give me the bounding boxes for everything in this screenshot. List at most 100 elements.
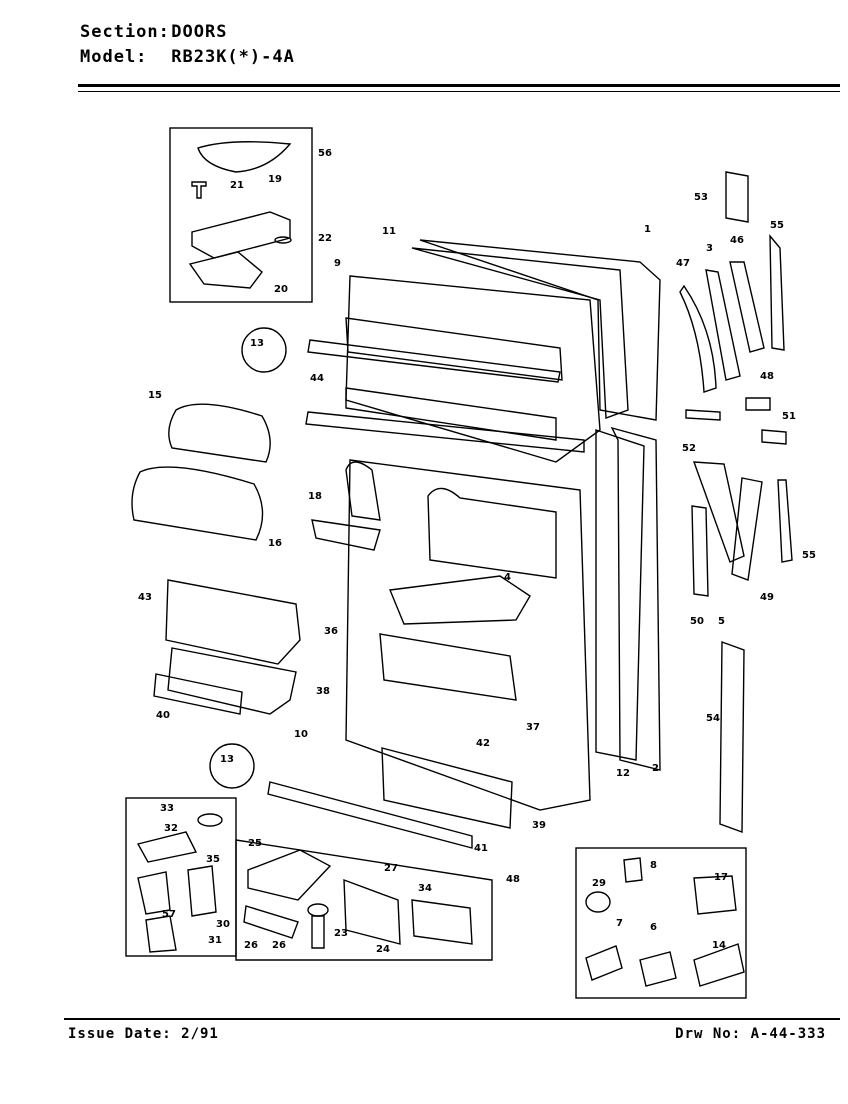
door-shelf-37 <box>379 633 517 701</box>
callout-number: 34 <box>418 883 432 894</box>
callout-number: 37 <box>526 722 540 733</box>
spacer-51 <box>761 429 787 445</box>
shim-26 <box>243 905 299 939</box>
hinge-5 <box>692 461 745 563</box>
hinge-cover-part <box>197 141 292 173</box>
callout-number: 46 <box>730 235 744 246</box>
callout-number: 33 <box>160 803 174 814</box>
callout-number: 12 <box>616 768 630 779</box>
callout-number: 16 <box>268 538 282 549</box>
hinge-parts-inset-box <box>235 839 493 961</box>
callout-number: 47 <box>676 258 690 269</box>
detail-circle-13-upper <box>241 327 287 373</box>
door-shelf-39 <box>381 747 513 829</box>
callout-number: 51 <box>782 411 796 422</box>
callout-number: 6 <box>650 922 657 933</box>
hinge-3 <box>705 269 741 381</box>
fresh-food-door-liner <box>345 459 591 811</box>
shelf-cover-18 <box>131 466 264 541</box>
callout-number: 7 <box>616 918 623 929</box>
callout-number: 54 <box>706 713 720 724</box>
washer-part <box>274 236 292 244</box>
dairy-door-left <box>345 461 381 521</box>
callout-number: 1 <box>644 224 651 235</box>
pin-23 <box>307 903 329 917</box>
header-rule-thin <box>78 91 840 92</box>
hinge-30 <box>187 865 217 917</box>
trim-40 <box>153 673 243 715</box>
bracket-34 <box>411 899 473 945</box>
part-14 <box>693 943 745 987</box>
section-value: DOORS <box>171 22 228 42</box>
shelf-cover-15 <box>168 403 271 463</box>
callout-number: 35 <box>206 854 220 865</box>
screw-part <box>191 181 207 199</box>
callout-number: 55 <box>802 550 816 561</box>
callout-number: 29 <box>592 878 606 889</box>
trim-bar-54 <box>719 641 745 833</box>
drawing-number: Drw No: A-44-333 <box>675 1026 826 1042</box>
dairy-compartment <box>427 487 557 579</box>
callout-number: 48 <box>760 371 774 382</box>
freezer-door-gasket <box>411 247 629 419</box>
issue-date: Issue Date: 2/91 <box>68 1026 219 1042</box>
freezer-door-shelf-upper <box>345 317 563 381</box>
handle-49 <box>731 477 763 581</box>
callout-number: 52 <box>682 443 696 454</box>
callout-number: 13 <box>250 338 264 349</box>
hinge-57 <box>137 871 171 915</box>
callout-number: 49 <box>760 592 774 603</box>
egg-tray-part <box>389 575 531 625</box>
callout-number: 21 <box>230 180 244 191</box>
callout-number: 25 <box>248 838 262 849</box>
fresh-food-door-gasket <box>595 429 645 761</box>
shelf-bin-36 <box>165 579 301 665</box>
callout-number: 10 <box>294 729 308 740</box>
part-6 <box>639 951 677 987</box>
model-value: RB23K(*)-4A <box>171 47 295 67</box>
callout-number: 2 <box>652 763 659 774</box>
callout-number: 18 <box>308 491 322 502</box>
trim-strip-13 <box>307 339 561 383</box>
callout-number: 53 <box>694 192 708 203</box>
callout-number: 32 <box>164 823 178 834</box>
callout-number: 36 <box>324 626 338 637</box>
spacer-48 <box>745 397 771 411</box>
callout-number: 40 <box>156 710 170 721</box>
freezer-door-liner <box>345 275 601 463</box>
hinge-kit-inset-box <box>169 127 313 303</box>
model-heading: Model: RB23K(*)-4A <box>80 47 295 67</box>
callout-number: 17 <box>714 872 728 883</box>
bracket-27 <box>343 878 401 945</box>
callout-number: 50 <box>690 616 704 627</box>
accessory-inset-box <box>575 847 747 999</box>
footer-rule <box>64 1018 840 1020</box>
section-label: Section: <box>80 22 170 42</box>
callout-number: 23 <box>334 928 348 939</box>
hinge-plate-25 <box>247 849 332 901</box>
shelf-bin-38 <box>167 647 297 715</box>
trim-strip-44 <box>305 411 585 453</box>
hinge-plate-part <box>191 211 291 259</box>
callout-number: 14 <box>712 940 726 951</box>
callout-number: 38 <box>316 686 330 697</box>
callout-number: 43 <box>138 592 152 603</box>
callout-number: 41 <box>474 843 488 854</box>
callout-number: 31 <box>208 935 222 946</box>
callout-number: 27 <box>384 863 398 874</box>
callout-number: 5 <box>718 616 725 627</box>
part-17 <box>693 875 737 915</box>
callout-number: 26 <box>244 940 258 951</box>
washer-33 <box>197 813 223 827</box>
hinge-50 <box>691 505 709 597</box>
callout-number: 4 <box>504 572 511 583</box>
callout-number: 11 <box>382 226 396 237</box>
callout-number: 48 <box>506 874 520 885</box>
hinge-shim-part <box>188 251 263 289</box>
callout-number: 39 <box>532 820 546 831</box>
callout-number: 20 <box>274 284 288 295</box>
freezer-door-shelf-lower <box>345 387 557 441</box>
bracket-35 <box>136 831 198 863</box>
